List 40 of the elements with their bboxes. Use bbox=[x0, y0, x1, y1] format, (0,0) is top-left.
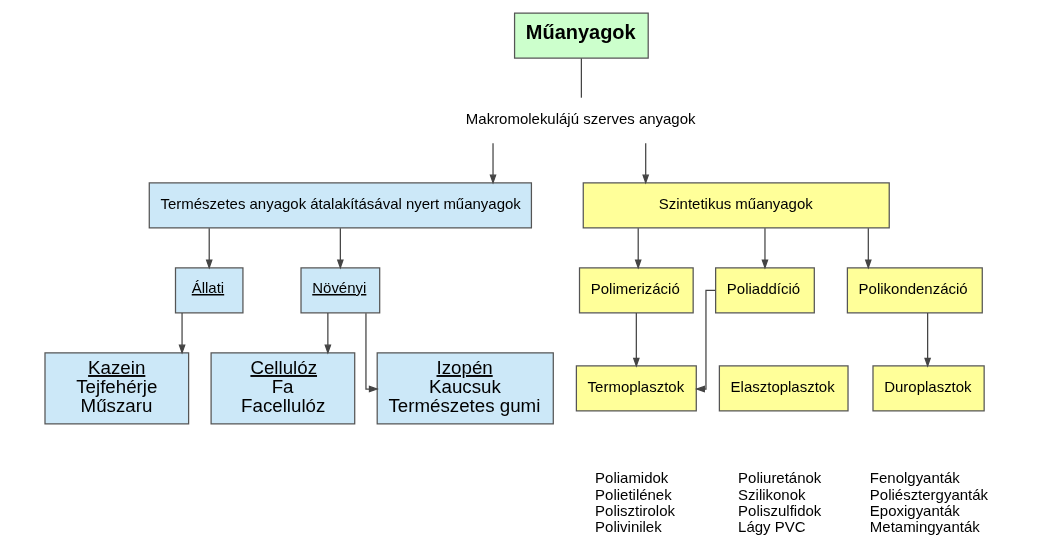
arrow bbox=[864, 227, 872, 270]
arrow bbox=[336, 227, 344, 270]
node-box: Állati bbox=[174, 267, 244, 314]
node-label: Fenolgyanták bbox=[869, 469, 960, 487]
arrow bbox=[634, 227, 642, 270]
node-box: Műanyagok bbox=[513, 12, 649, 59]
node-box: Kazein Tejfehérje Műszaru bbox=[44, 352, 190, 425]
node-box: Polikondenzáció bbox=[846, 267, 983, 314]
node-box: Duroplasztok bbox=[872, 365, 985, 412]
node-box: Növényi bbox=[300, 267, 381, 314]
arrow bbox=[205, 227, 213, 270]
arrow bbox=[365, 312, 379, 393]
node-label: Lágy PVC bbox=[738, 518, 806, 536]
node-label: Polietilének bbox=[595, 485, 672, 503]
node-label: Poliszulfidok bbox=[738, 501, 822, 519]
arrow bbox=[632, 312, 640, 368]
node-label: Polivinilek bbox=[595, 518, 662, 536]
arrow bbox=[761, 227, 769, 270]
node-label: Polisztirolok bbox=[595, 501, 675, 519]
arrow bbox=[924, 312, 932, 368]
arrow bbox=[694, 289, 716, 393]
node-box: Szintetikus műanyagok bbox=[582, 182, 890, 229]
arrow bbox=[489, 142, 497, 185]
arrow bbox=[642, 142, 650, 185]
node-box: Polimerizáció bbox=[578, 267, 694, 314]
node-box: Izopén Kaucsuk Természetes gumi bbox=[376, 352, 554, 425]
node-label: Metamingyanták bbox=[869, 518, 980, 536]
node-text: Makromolekulájú szerves anyagok bbox=[465, 110, 696, 128]
node-label: Poliésztergyanták bbox=[869, 485, 989, 503]
connector bbox=[580, 57, 582, 99]
node-box: Természetes anyagok átalakításával nyert műanyagok bbox=[148, 182, 533, 229]
node-label: Szilikonok bbox=[738, 485, 806, 503]
arrow bbox=[324, 312, 332, 355]
node-box: Poliaddíció bbox=[715, 267, 815, 314]
node-label: Poliamidok bbox=[595, 469, 669, 487]
node-box: Cellulóz Fa Facellulóz bbox=[210, 352, 356, 425]
arrow bbox=[178, 312, 186, 355]
node-box: Elasztoplasztok bbox=[718, 365, 849, 412]
node-label: Poliuretánok bbox=[738, 469, 822, 487]
node-box: Termoplasztok bbox=[575, 365, 697, 412]
